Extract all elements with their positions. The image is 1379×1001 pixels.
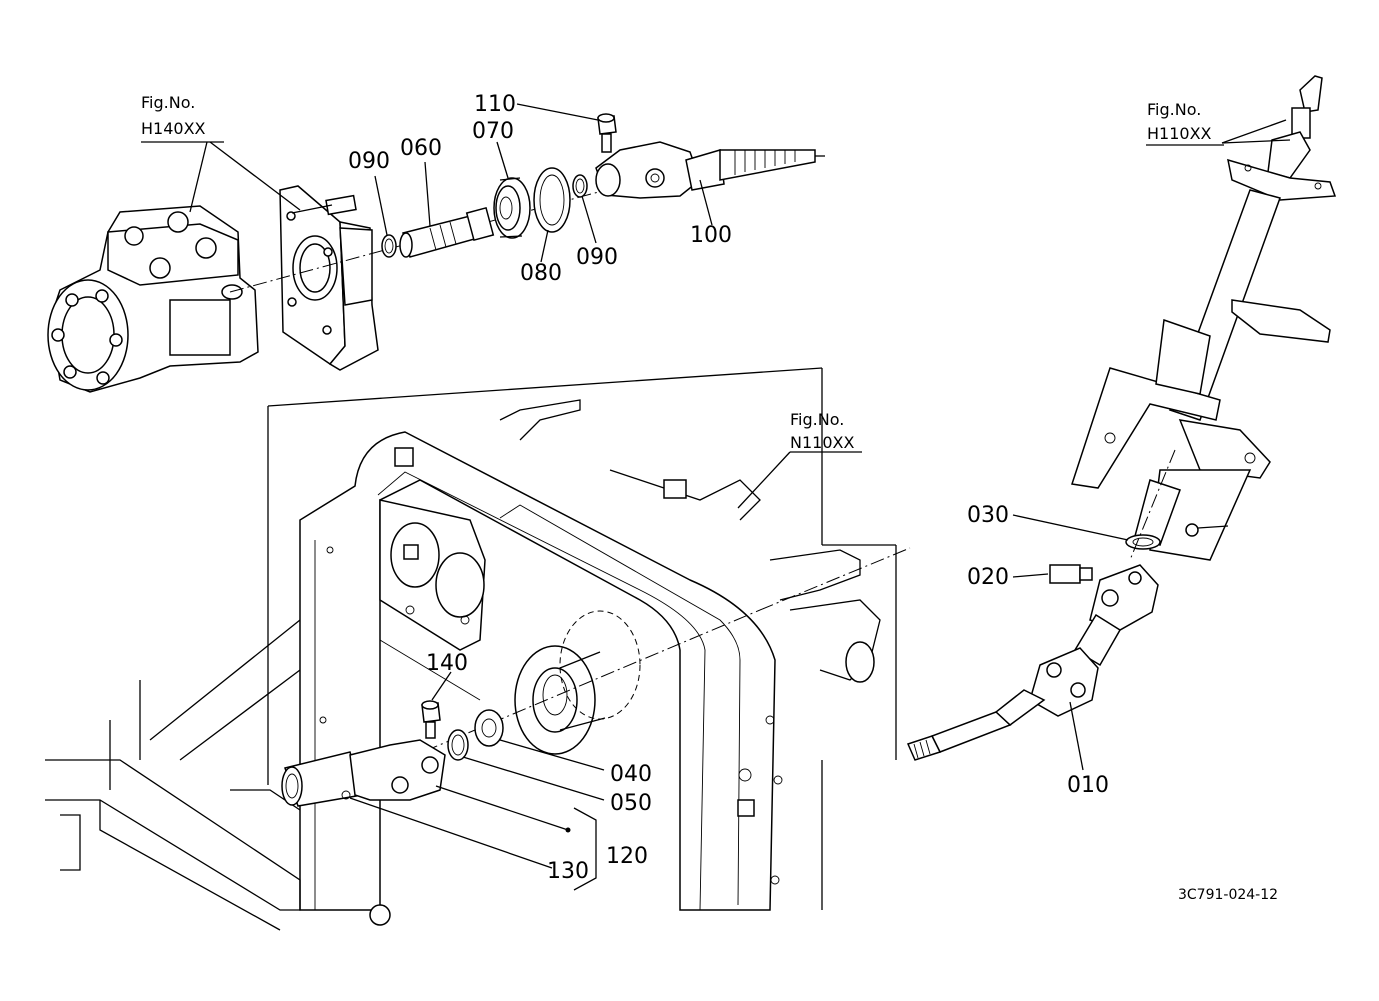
part-label-040: 040 xyxy=(610,762,652,787)
mounting-bracket xyxy=(279,185,379,371)
part-label-070: 070 xyxy=(472,119,514,144)
part-label-140: 140 xyxy=(426,651,468,676)
frame-opening xyxy=(514,610,641,755)
intermediate-shaft-010 xyxy=(906,564,1159,761)
part-label-060: 060 xyxy=(400,136,442,161)
drawing-code: 3C791-024-12 xyxy=(1178,887,1278,903)
washer-040 xyxy=(474,709,504,747)
figref-n110-line1: Fig.No. xyxy=(790,410,844,429)
figref-h110-line2: H110XX xyxy=(1147,124,1212,143)
bolt-020 xyxy=(1049,564,1093,584)
part-label-010: 010 xyxy=(1067,773,1109,798)
part-label-100: 100 xyxy=(690,223,732,248)
frame-panel xyxy=(267,367,897,926)
washer-080 xyxy=(533,167,571,233)
part-label-090-right: 090 xyxy=(576,245,618,270)
part-label-020: 020 xyxy=(967,565,1009,590)
figref-h140-line1: Fig.No. xyxy=(141,93,195,112)
universal-joint-120 xyxy=(281,739,446,807)
leader-lines xyxy=(141,103,1291,891)
snap-ring-090-right xyxy=(572,174,588,198)
part-label-090-left: 090 xyxy=(348,149,390,174)
steering-column xyxy=(1071,75,1337,561)
universal-joint-shaft-100 xyxy=(595,141,825,199)
figref-n110-line2: N110XX xyxy=(790,433,854,452)
lower-axis-line-2 xyxy=(759,547,911,611)
part-label-110: 110 xyxy=(474,92,516,117)
bolt-110 xyxy=(597,113,617,153)
part-label-050: 050 xyxy=(610,791,652,816)
part-label-080: 080 xyxy=(520,261,562,286)
bearing-070 xyxy=(493,177,531,239)
base-frame xyxy=(45,540,316,931)
part-label-030: 030 xyxy=(967,503,1009,528)
snap-ring-090-left xyxy=(381,234,397,258)
column-axis-line xyxy=(1129,449,1176,561)
bolt-140 xyxy=(421,700,441,739)
power-steering-unit xyxy=(47,205,259,393)
figref-h140-line2: H140XX xyxy=(141,119,206,138)
spline-shaft-060 xyxy=(399,206,495,258)
figref-h110-line1: Fig.No. xyxy=(1147,100,1201,119)
bracket-bolt xyxy=(291,194,357,216)
washer-030 xyxy=(1125,534,1161,550)
lower-axis-line xyxy=(379,609,761,771)
snap-ring-050 xyxy=(447,729,469,761)
part-label-130: 130 xyxy=(547,859,589,884)
part-label-120: 120 xyxy=(606,844,648,869)
